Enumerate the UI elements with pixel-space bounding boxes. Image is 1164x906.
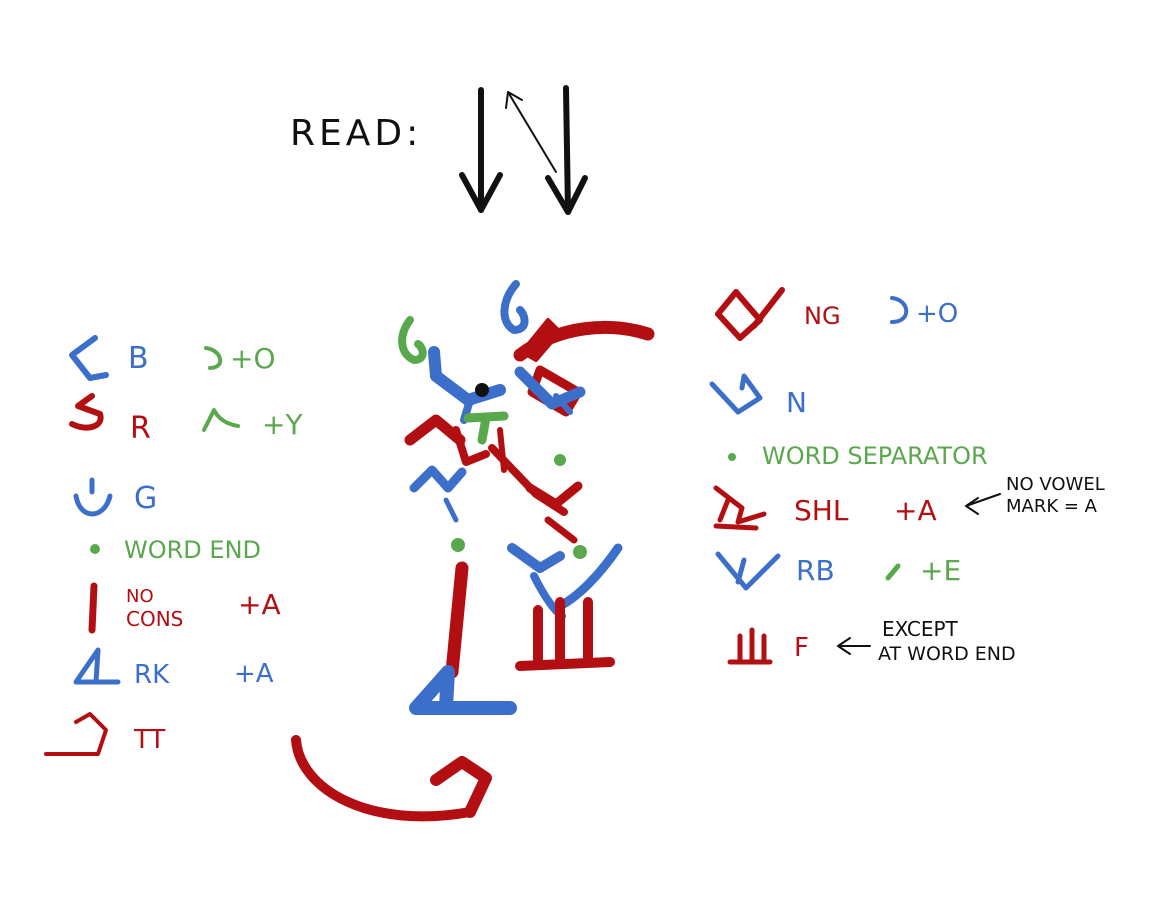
legend-row-shl: SHL +A NO VOWEL MARK = A [713,474,1105,531]
glyph-tt-icon [44,712,108,756]
legend-f-note-line2: AT WORD END [878,643,1016,665]
legend-row-word-end: WORD END [90,536,261,564]
glyph-f-icon [727,627,773,665]
word-separator-dot-icon [728,453,736,461]
legend-tt-consonant: TT [133,725,165,755]
legend-row-f: F EXCEPT AT WORD END [727,617,1016,665]
legend-g-consonant: G [134,481,157,516]
glyph-rk-icon [73,647,121,685]
legend-row-ng: NG +O [715,287,958,341]
legend-f-note-line1: EXCEPT [882,617,959,641]
word-end-dot-icon [90,544,100,554]
vowel-y-mark-icon [202,408,240,432]
legend-no-cons-line2: CONS [126,607,183,631]
read-label: READ: [290,113,422,154]
legend-row-n: N [709,373,807,419]
legend-row-rk: RK +A [73,647,274,690]
legend-rb-consonant: RB [796,554,835,587]
legend-row-tt: TT [44,712,165,756]
legend-r-consonant: R [130,411,151,446]
glyph-shl-icon [713,485,767,531]
legend-b-vowel: +O [230,342,276,375]
legend-f-consonant: F [794,633,809,663]
legend-word-separator: WORD SEPARATOR [762,442,988,470]
legend-row-r: R +Y [69,393,303,446]
legend-shl-vowel: +A [894,494,937,527]
glyph-n-icon [709,373,763,415]
reading-direction-arrows-icon [459,85,588,215]
central-script-sample [291,280,655,822]
legend-rk-consonant: RK [134,660,170,690]
arrow-left-icon [965,493,1001,515]
glyph-rb-icon [715,551,781,591]
legend-row-word-separator: WORD SEPARATOR [728,442,988,470]
legend-b-consonant: B [128,341,149,376]
glyph-ng-icon [715,287,785,341]
legend-r-vowel: +Y [262,408,303,441]
glyph-vertical-stroke-icon [88,582,98,634]
legend-n-consonant: N [786,386,807,419]
legend-no-cons-vowel: +A [238,588,281,621]
glyph-r-icon [69,393,104,431]
legend-row-rb: RB +E [715,551,961,591]
legend-ng-consonant: NG [804,302,841,330]
glyph-b-icon [69,335,109,381]
vowel-e-mark-icon [885,563,901,581]
legend-shl-consonant: SHL [794,494,849,527]
legend-no-cons-line1: NO [126,586,154,607]
legend-shl-note-line1: NO VOWEL [1006,474,1105,495]
legend-row-b: B +O [69,335,276,381]
vowel-o-mark-icon [204,346,222,370]
vowel-o-mark-icon [890,296,909,324]
legend-rb-vowel: +E [920,554,961,587]
legend-word-end: WORD END [124,536,261,564]
legend-ng-vowel: +O [916,299,958,329]
legend-shl-note-line2: MARK = A [1006,496,1098,517]
legend-row-g: G [73,477,157,517]
legend-row-no-cons: NO CONS +A [88,582,281,634]
legend-rk-vowel: +A [234,659,274,689]
glyph-g-icon [73,477,113,517]
arrow-left-icon [837,637,871,655]
